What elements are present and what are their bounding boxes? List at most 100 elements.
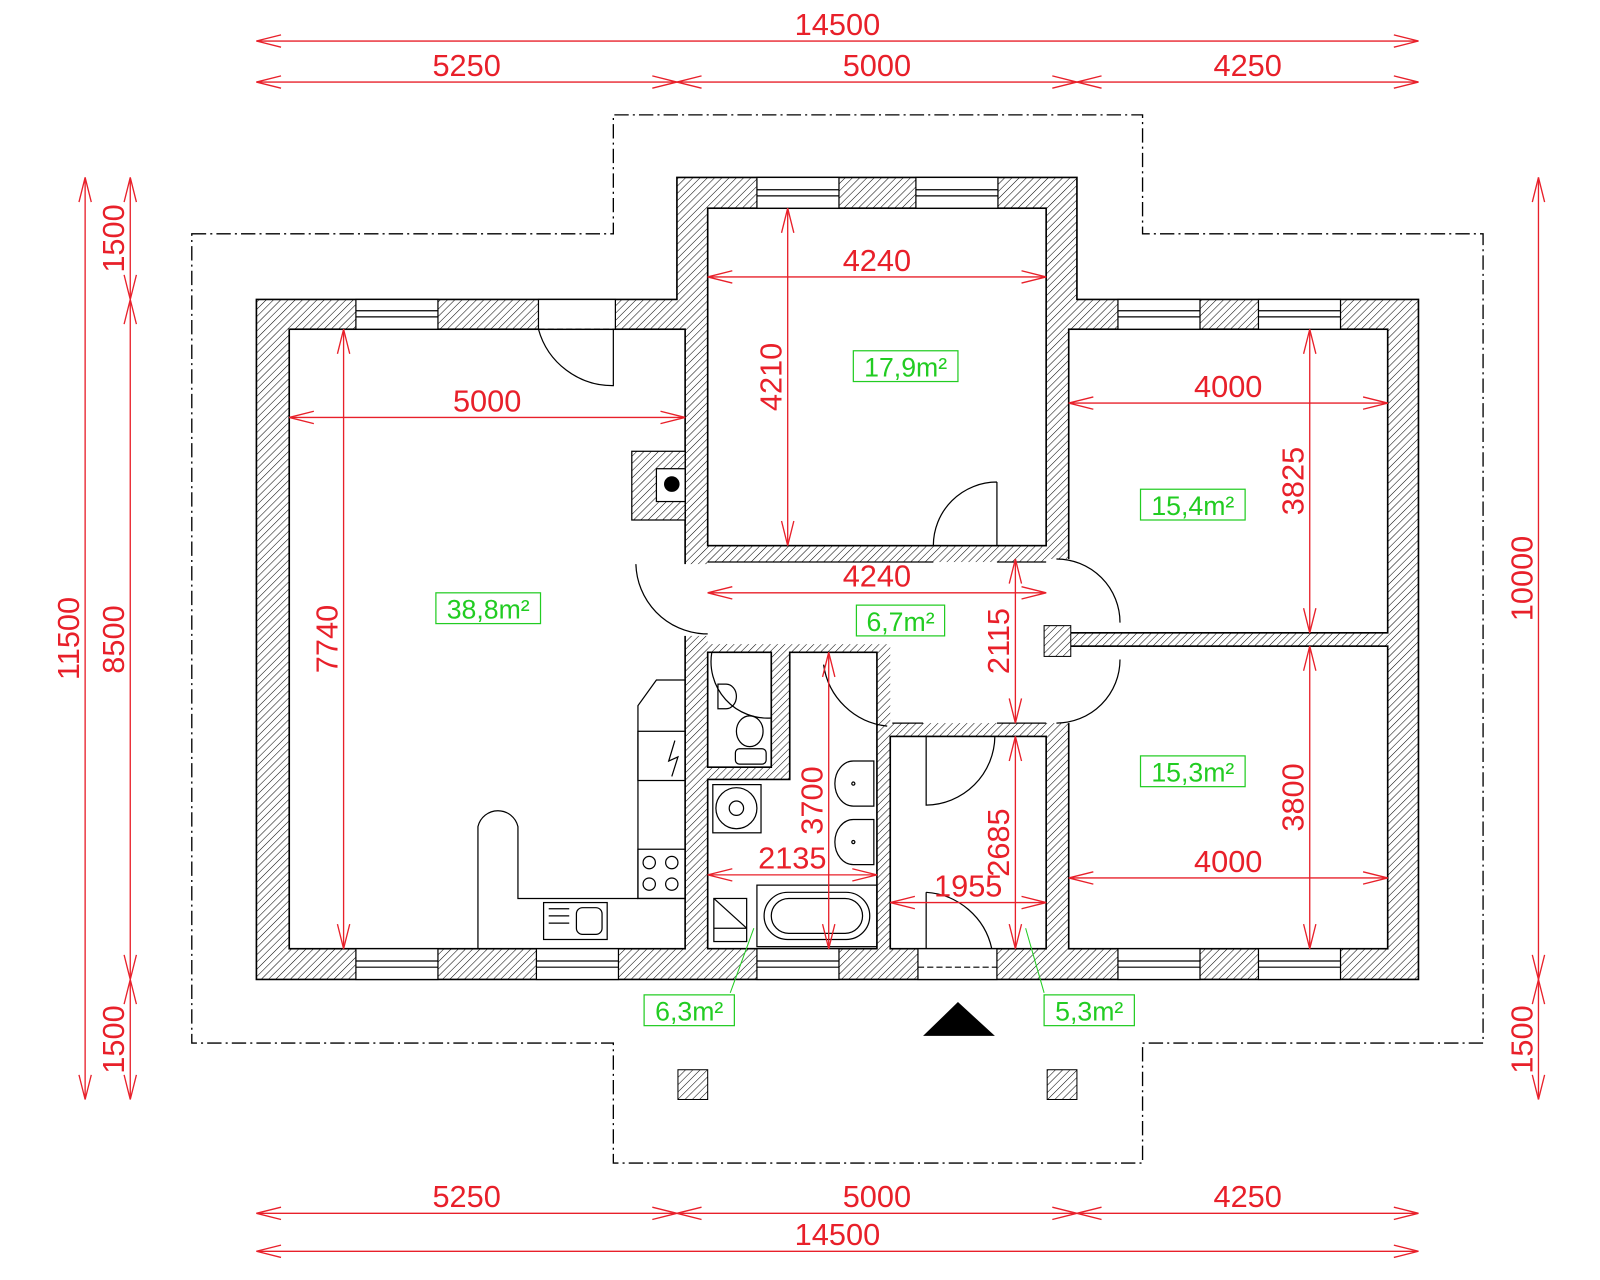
dimension-left-middle: 8500 <box>96 299 138 980</box>
area-label-small-room: 5,3m² <box>1043 994 1135 1027</box>
dimension-value: 3800 <box>1276 763 1311 831</box>
window <box>1117 298 1201 330</box>
dimension-value: 5000 <box>843 48 911 83</box>
entrance-arrow-icon <box>923 1002 995 1036</box>
window <box>355 948 439 981</box>
arrowhead-icon <box>256 1244 1419 1259</box>
washbasin-icon <box>834 818 875 866</box>
room-bedroom-se <box>1067 645 1389 950</box>
dimension-value: 2135 <box>758 841 826 876</box>
dimension-value: 4240 <box>843 243 911 278</box>
dimension-overall-bottom: 14500 <box>256 1217 1419 1259</box>
washing-machine-icon <box>712 783 762 834</box>
window <box>756 948 840 981</box>
rooms <box>288 207 1389 950</box>
dimension-bedroom-ne-depth: 3825 <box>1276 329 1317 633</box>
area-value: 38,8m² <box>447 594 530 624</box>
dimension-top-left: 5250 <box>256 48 678 89</box>
dimension-bath-depth: 3700 <box>795 652 836 949</box>
dimension-overall-top: 14500 <box>256 7 1419 48</box>
window <box>915 176 999 209</box>
arrowhead-icon <box>890 895 1047 910</box>
area-label-bathroom: 6,3m² <box>643 994 735 1027</box>
arrowhead-icon <box>123 979 138 1100</box>
kitchen-island <box>477 810 638 949</box>
terrace-door-opening <box>537 298 616 330</box>
dimension-value: 4250 <box>1213 48 1281 83</box>
arrowhead-icon <box>1068 396 1388 410</box>
bathtub-icon <box>756 884 878 948</box>
entrance-door-opening <box>917 948 998 981</box>
dimension-value: 8500 <box>96 605 131 673</box>
dimension-bedroom-top-depth: 4210 <box>754 208 795 546</box>
arrowhead-icon <box>289 410 686 425</box>
room-small <box>889 735 1047 950</box>
dimension-value: 14500 <box>795 1217 881 1252</box>
window <box>1257 948 1342 981</box>
dimension-value: 3825 <box>1276 447 1311 515</box>
room-living-kitchen <box>288 328 686 950</box>
dimension-small-room-depth: 2685 <box>981 736 1023 949</box>
area-label-bedroom-ne: 15,4m² <box>1139 488 1246 521</box>
arrowhead-icon <box>336 329 351 949</box>
fixtures <box>477 450 878 949</box>
arrowhead-icon <box>1302 645 1317 949</box>
window <box>1117 948 1201 981</box>
dimension-top-right: 4250 <box>1076 48 1419 89</box>
window <box>756 176 840 209</box>
dimension-value: 14500 <box>795 7 881 42</box>
pillar <box>1046 1069 1078 1100</box>
window <box>1257 298 1342 330</box>
dimension-value: 10000 <box>1504 536 1539 622</box>
arrowhead-icon <box>256 34 1419 48</box>
area-value: 6,7m² <box>866 607 934 637</box>
dimension-value: 5250 <box>432 48 500 83</box>
dimension-top-center: 5000 <box>676 48 1078 89</box>
dimension-bedroom-se-depth: 3800 <box>1276 645 1317 949</box>
dimension-value: 2685 <box>981 808 1016 876</box>
dimension-value: 4250 <box>1213 1179 1281 1214</box>
window <box>535 948 620 981</box>
area-label-bedroom-se: 15,3m² <box>1139 755 1246 788</box>
arrowhead-icon <box>707 270 1047 284</box>
arrowhead-icon <box>1076 1206 1419 1221</box>
dimension-bedroom-se-width: 4000 <box>1068 844 1388 885</box>
dimension-value: 1500 <box>96 204 131 272</box>
dimension-value: 3700 <box>795 766 830 834</box>
dimension-value: 5250 <box>432 1179 500 1214</box>
arrowhead-icon <box>821 652 836 949</box>
dimension-bottom-center: 5000 <box>676 1179 1078 1221</box>
doors <box>537 329 1121 949</box>
urinal-icon <box>717 683 738 710</box>
arrowhead-icon <box>780 208 795 546</box>
dimension-bottom-right: 4250 <box>1076 1179 1419 1221</box>
dimension-value: 4000 <box>1194 369 1262 404</box>
arrowhead-icon <box>1531 979 1546 1100</box>
area-value: 15,4m² <box>1151 491 1234 521</box>
dimension-bath-width: 2135 <box>707 841 878 882</box>
dimension-value: 1500 <box>96 1005 131 1073</box>
washbasin-icon <box>834 760 875 807</box>
arrowhead-icon <box>1076 75 1419 89</box>
arrowhead-icon <box>1008 736 1023 949</box>
dimension-overall-right: 10000 <box>1504 177 1546 980</box>
area-value: 17,9m² <box>864 352 947 382</box>
dimension-value: 4000 <box>1194 844 1262 879</box>
dimension-value: 7740 <box>309 605 344 673</box>
dimension-hall-depth: 2115 <box>981 558 1023 724</box>
area-labels: 17,9m² 15,4m² 6,7m² 38,8m² 15,3m² 6,3m² 5,3m² <box>435 350 1246 1027</box>
dimension-small-room-width: 1955 <box>890 868 1047 910</box>
roof-outline <box>191 114 1484 1164</box>
dimension-hall-width: 4240 <box>707 559 1047 600</box>
dimension-living-depth: 7740 <box>309 329 351 949</box>
arrowhead-icon <box>707 586 1047 600</box>
kitchen-sink-icon <box>542 901 608 941</box>
dimension-value: 5000 <box>453 383 521 418</box>
room-bedroom-ne <box>1067 328 1389 634</box>
dimension-value: 4210 <box>754 343 789 411</box>
dimension-value: 1955 <box>934 868 1002 903</box>
toilet-icon <box>734 715 767 765</box>
area-label-bedroom-top: 17,9m² <box>852 350 959 382</box>
